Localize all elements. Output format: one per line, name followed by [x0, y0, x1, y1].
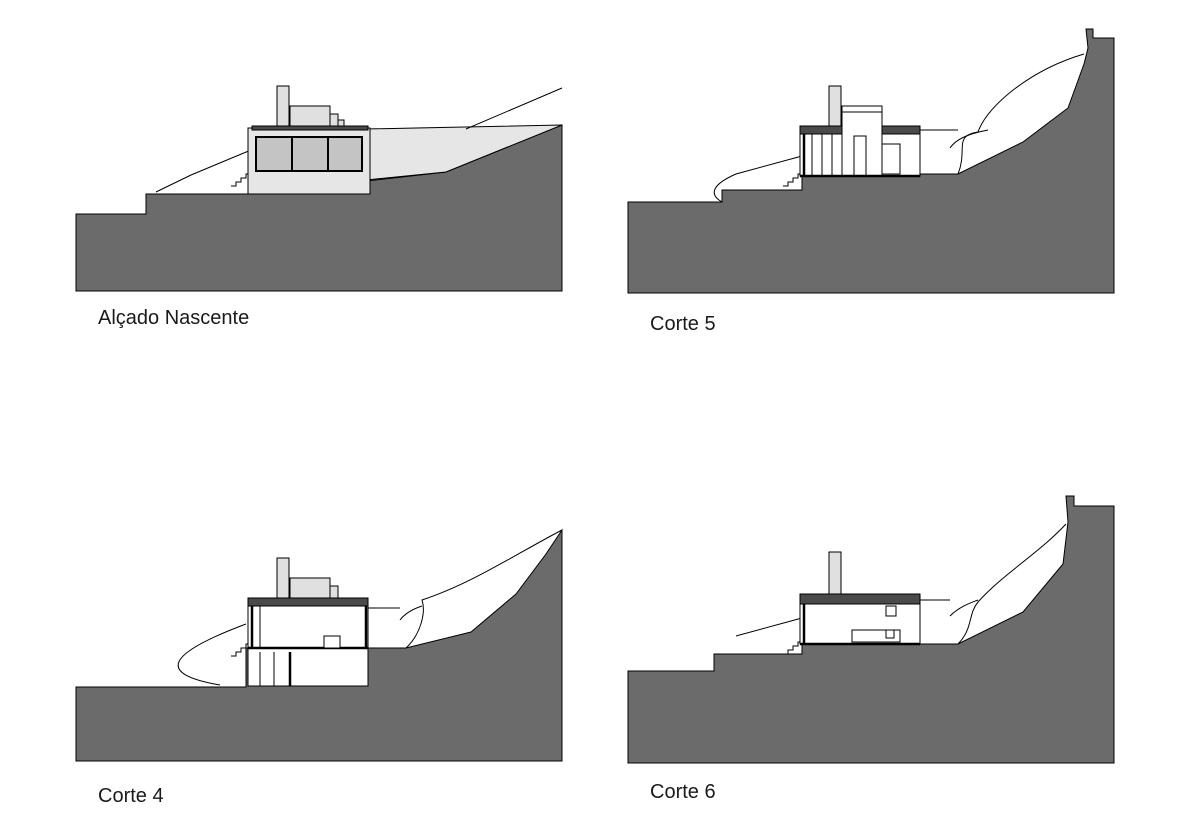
terrain	[627, 495, 1115, 764]
drawing-caption: Corte 4	[98, 785, 164, 807]
roof-slab	[247, 597, 369, 607]
bath-fixture	[881, 143, 901, 175]
stair	[231, 173, 251, 187]
terrain	[627, 28, 1115, 294]
terrace-curve-left	[713, 155, 803, 203]
chimney	[828, 551, 842, 595]
chimney	[276, 85, 290, 127]
roof-vent	[329, 585, 339, 599]
sky-slope-line	[465, 87, 563, 130]
section-drawing	[75, 528, 563, 762]
chimney	[828, 85, 842, 127]
stair	[231, 643, 251, 657]
drawing-caption: Corte 5	[650, 313, 716, 335]
terrace-curve-right	[957, 523, 1067, 645]
elevation-drawing	[75, 85, 563, 292]
roof-volume	[289, 577, 331, 599]
upper-floor	[247, 601, 369, 649]
section-drawing	[627, 28, 1115, 294]
window-pane	[327, 136, 363, 172]
drawing-caption: Corte 6	[650, 781, 716, 803]
roof-slab	[251, 125, 369, 131]
chimney	[276, 557, 290, 599]
door	[853, 135, 867, 177]
terrace-curve-right-inner	[949, 599, 979, 617]
stair	[783, 173, 803, 187]
terrace-curve-left	[177, 623, 247, 686]
terrace-curve-right	[405, 529, 563, 649]
terrace-curve-right	[957, 53, 1085, 175]
lower-floor	[247, 647, 369, 687]
terrace-curve-right-inner	[399, 605, 423, 621]
path-outline	[155, 149, 252, 193]
roof-volume	[289, 105, 331, 127]
roof-vent	[329, 113, 339, 127]
section-drawing	[627, 495, 1115, 764]
furniture-box	[323, 635, 341, 649]
terrace-curve-left	[735, 617, 803, 637]
roof-box	[337, 119, 345, 127]
terrace-curve-right-inner	[949, 129, 989, 149]
window-pane	[255, 136, 293, 172]
kitchen-box	[885, 605, 897, 617]
stair	[783, 641, 803, 655]
roof-slab	[799, 593, 921, 605]
terrain	[75, 528, 563, 762]
window-pane	[291, 136, 329, 172]
kitchen-box	[885, 629, 895, 639]
drawing-caption: Alçado Nascente	[98, 307, 250, 329]
